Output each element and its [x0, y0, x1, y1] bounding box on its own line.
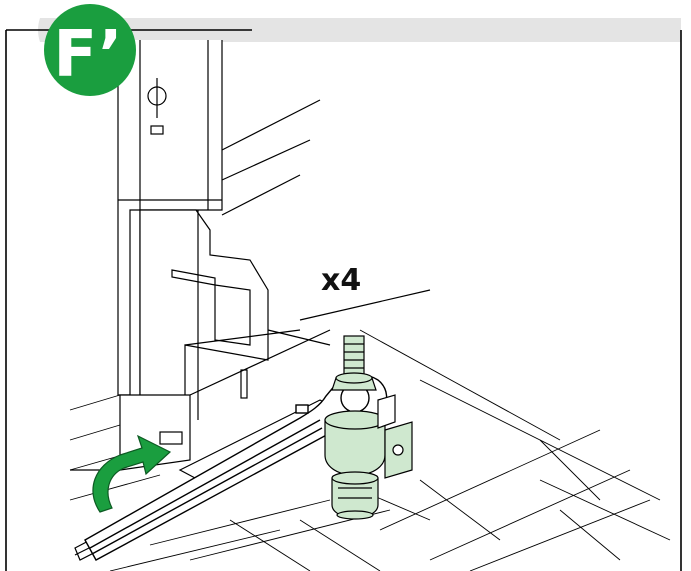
step-badge: F’ — [44, 4, 136, 96]
adjustable-foot-icon — [324, 410, 386, 520]
mounting-bracket-icon — [377, 394, 413, 479]
step-badge-circle — [44, 4, 136, 96]
bracket-plate — [139, 209, 269, 420]
rotate-arrow-icon — [92, 434, 172, 513]
keyhole-slot — [147, 78, 167, 135]
step-label: F’ — [53, 18, 122, 92]
quantity-label: x4 — [321, 263, 361, 298]
lock-nut-icon — [331, 372, 377, 391]
header-bar — [38, 18, 681, 42]
